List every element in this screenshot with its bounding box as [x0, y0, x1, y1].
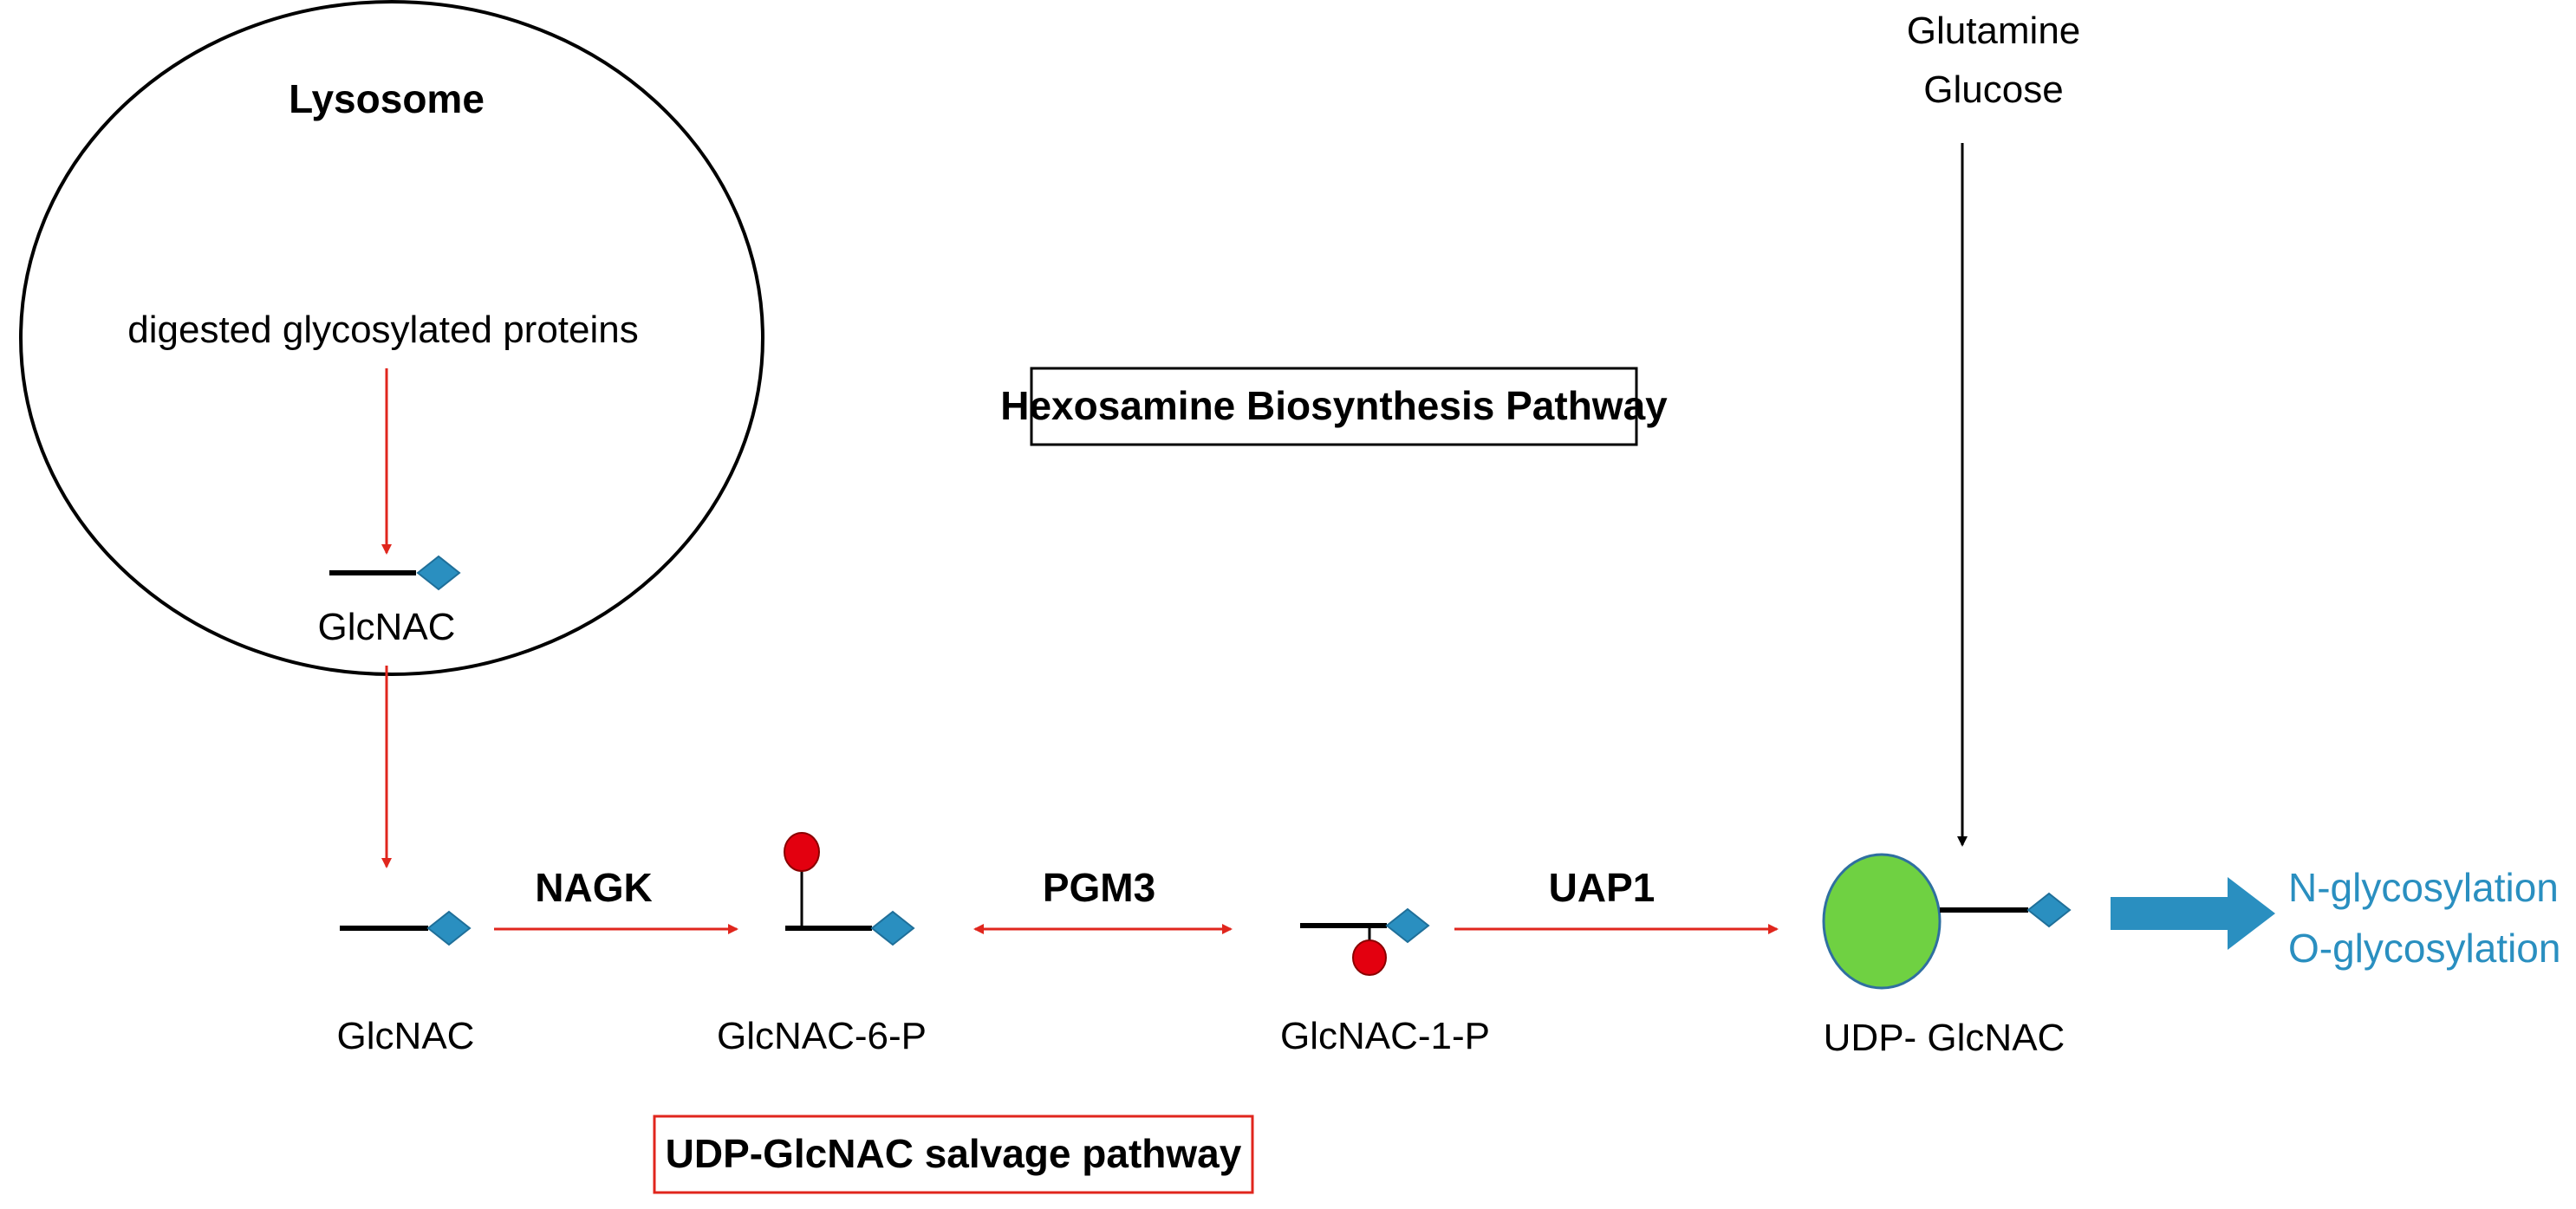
output-arrow: [2111, 877, 2275, 950]
salvage-box: [653, 1115, 1254, 1194]
inner-glcnac-glyph: [329, 555, 461, 591]
glcnac-label: GlcNAC: [337, 1015, 475, 1057]
glcnac-1p-glyph: [1300, 907, 1430, 976]
output-n-glycosylation: N-glycosylation: [2288, 865, 2559, 910]
source-glucose: Glucose: [1923, 68, 2063, 111]
lysosome-circle: [19, 0, 764, 676]
hbp-box: [1030, 367, 1638, 446]
salvage-label: UDP-GlcNAC salvage pathway: [666, 1131, 1242, 1176]
nagk-label: NAGK: [535, 865, 652, 910]
inner-glcnac-label: GlcNAC: [318, 606, 456, 648]
glcnac-glyph: [340, 910, 472, 946]
glcnac-1p-label: GlcNAC-1-P: [1280, 1015, 1490, 1057]
uap1-label: UAP1: [1549, 865, 1656, 910]
glcnac-6p-label: GlcNAC-6-P: [717, 1015, 927, 1057]
pgm3-label: PGM3: [1043, 865, 1155, 910]
output-o-glycosylation: O-glycosylation: [2288, 926, 2560, 971]
source-glutamine: Glutamine: [1907, 10, 2081, 52]
lysosome-input-label: digested glycosylated proteins: [127, 309, 638, 351]
lysosome-title: Lysosome: [289, 76, 485, 121]
hbp-label: Hexosamine Biosynthesis Pathway: [1000, 383, 1668, 428]
udp-glcnac-label: UDP- GlcNAC: [1824, 1017, 2065, 1059]
udp-glcnac-glyph: [1822, 853, 2072, 990]
glcnac-6p-glyph: [784, 832, 915, 946]
